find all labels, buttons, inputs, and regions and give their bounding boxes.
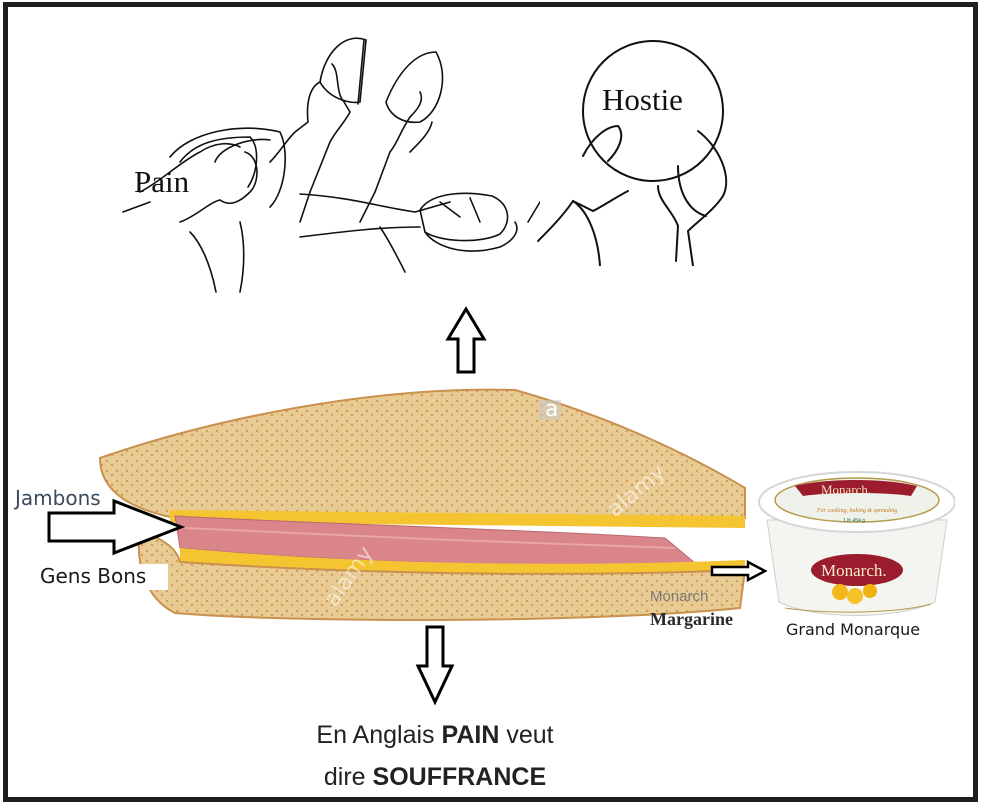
caption-text: dire: [323, 763, 373, 791]
caption-bold-pain: PAIN: [441, 721, 500, 749]
caption: En Anglais PAIN veut dire SOUFFRANCE: [280, 714, 590, 798]
gens-bons-label: Gens Bons: [40, 564, 169, 590]
caption-text: veut: [499, 721, 554, 749]
hostie-label: Hostie: [602, 82, 683, 117]
caption-bold-souffrance: SOUFFRANCE: [372, 763, 547, 791]
lid-subtitle-text: For cooking, baking & spreading: [816, 508, 897, 514]
caption-line-2: dire SOUFFRANCE: [280, 756, 590, 798]
ham-sandwich-image: a alamy alamy: [98, 388, 747, 621]
bread-pieces-icon: [419, 192, 509, 242]
host-wafer-icon: [582, 40, 724, 182]
caption-text: En Anglais: [316, 721, 442, 749]
pain-label: Pain: [134, 164, 190, 199]
arrow-down-icon: [415, 625, 455, 706]
side-brand-text: Monarch.: [821, 561, 887, 580]
grand-monarque-label: Grand Monarque: [786, 620, 921, 639]
breaking-bread-illustration: [122, 37, 540, 293]
arrow-right-icon: [47, 498, 186, 556]
bread-half-left-icon: [319, 37, 367, 104]
arrow-up-icon: [445, 306, 487, 374]
host-illustration: [537, 40, 728, 266]
lid-brand-text: Monarch.: [821, 482, 871, 497]
bread-half-right-icon: [385, 51, 444, 124]
arrow-right-small-icon: [710, 560, 768, 582]
caption-line-1: En Anglais PAIN veut: [280, 714, 590, 756]
product-name-label: Margarine: [650, 609, 733, 629]
margarine-tub-image: Monarch. For cooking, baking & spreading…: [758, 471, 955, 616]
jambons-label: Jambons: [14, 486, 105, 510]
brand-name-label: Monarch: [650, 588, 709, 605]
lid-weight-text: 1 lb 454 g: [843, 518, 865, 524]
watermark-badge: a: [545, 397, 558, 422]
